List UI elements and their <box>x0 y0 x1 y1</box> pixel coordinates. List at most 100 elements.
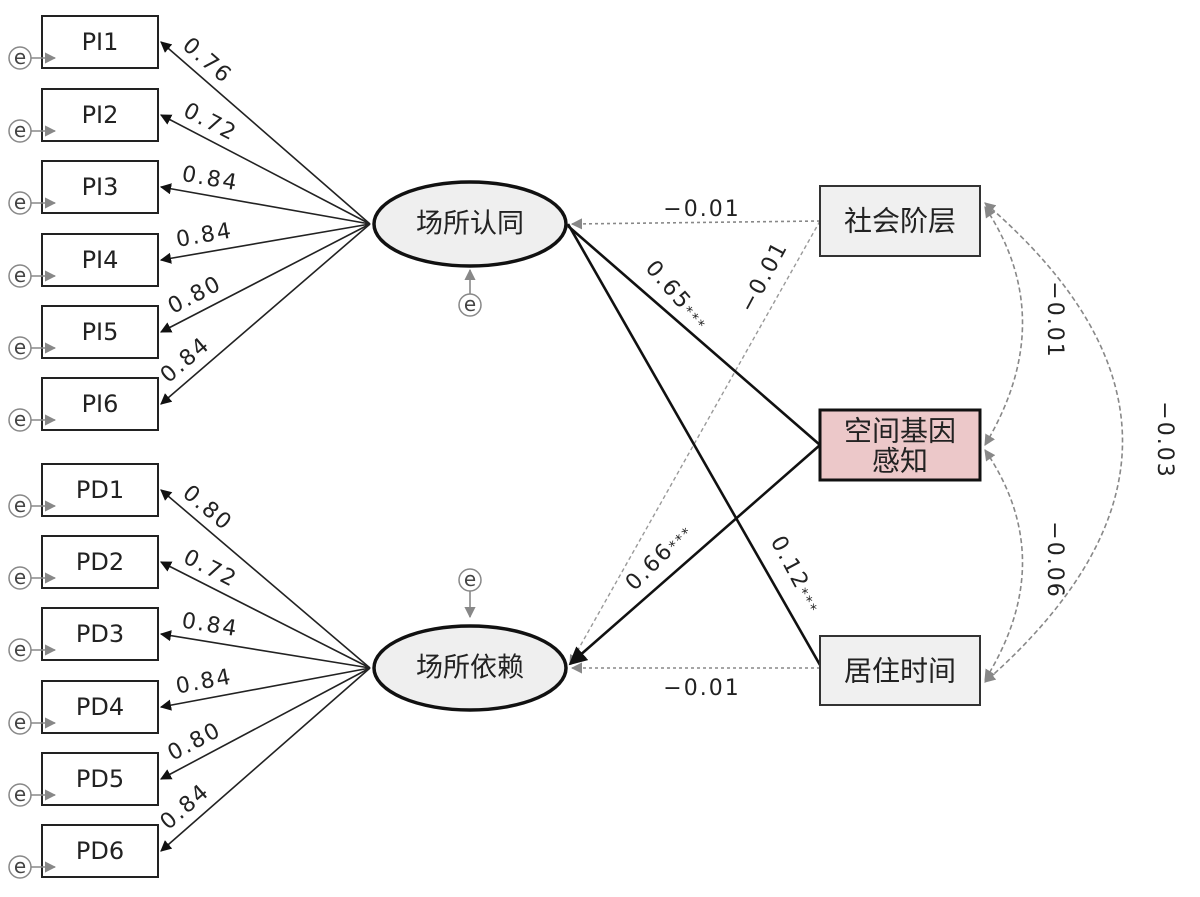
path-value: 0.12 <box>765 532 814 594</box>
loading-arrow <box>160 223 371 333</box>
indicator-pi2: PI2 e 0.72 <box>8 88 371 225</box>
indicator-box <box>41 535 159 589</box>
error-circle <box>8 638 32 662</box>
latent-dependence: 场所依赖 <box>372 624 568 712</box>
path-social-to-dependence <box>569 220 821 665</box>
indicator-label: PI5 <box>82 318 119 346</box>
path-label-social-dependence: −0.01 <box>735 237 793 317</box>
indicator-box <box>41 305 159 359</box>
covariance-arcs: −0.01 −0.06 −0.03 <box>984 202 1177 683</box>
error-label: e <box>14 407 26 431</box>
error-circle <box>8 783 32 807</box>
path-gene-to-dependence <box>568 444 821 666</box>
loading-label: 0.72 <box>179 98 241 146</box>
structural-paths: −0.01 −0.01 0.65*** 0.66*** 0.12*** −0.0… <box>566 197 822 701</box>
error-label: e <box>14 710 26 734</box>
error-circle <box>8 711 32 735</box>
latent-label: 场所依赖 <box>416 653 524 684</box>
error-circle <box>8 336 32 360</box>
loading-arrow <box>160 223 371 405</box>
error-circle <box>8 566 32 590</box>
latent-error-identity: e <box>458 268 482 317</box>
error-label: e <box>14 45 26 69</box>
path-time-to-identity <box>566 223 822 666</box>
exogenous-label: 居住时间 <box>844 655 956 688</box>
loading-label: 0.84 <box>180 608 240 642</box>
loading-arrow <box>160 561 371 669</box>
indicator-label: PI1 <box>82 28 119 56</box>
error-label: e <box>464 292 476 316</box>
indicator-label: PI3 <box>82 173 119 201</box>
loading-label: 0.84 <box>156 779 215 835</box>
path-label-social-identity: −0.01 <box>663 197 740 222</box>
error-label: e <box>14 118 26 142</box>
indicator-label: PD5 <box>76 765 124 793</box>
indicator-label: PD3 <box>76 620 124 648</box>
cov-label-gene-time: −0.06 <box>1042 521 1067 598</box>
error-label: e <box>464 567 476 591</box>
indicator-label: PI4 <box>82 246 119 274</box>
error-circle <box>8 855 32 879</box>
indicator-box <box>41 233 159 287</box>
loading-label: 0.84 <box>156 332 216 388</box>
latent-identity: 场所认同 <box>372 180 568 268</box>
indicator-box <box>41 15 159 69</box>
loading-arrow <box>160 667 371 852</box>
exogenous-label: 社会阶层 <box>844 205 956 238</box>
path-label-time-dependence: −0.01 <box>663 676 740 701</box>
loading-arrow <box>159 183 371 225</box>
error-circle <box>8 264 32 288</box>
indicator-label: PI2 <box>82 101 119 129</box>
loading-arrow <box>160 114 371 225</box>
indicator-box <box>41 377 159 431</box>
error-label: e <box>14 335 26 359</box>
indicator-pi1: PI1 e 0.76 <box>8 15 371 225</box>
loading-arrow <box>159 223 371 264</box>
latent-label: 场所认同 <box>416 209 524 240</box>
loading-arrow <box>159 667 371 711</box>
indicator-pd3: PD3 e 0.84 <box>8 607 371 669</box>
error-label: e <box>14 637 26 661</box>
indicator-box <box>41 752 159 806</box>
indicator-box <box>41 680 159 734</box>
cov-label-social-gene: −0.01 <box>1042 281 1067 358</box>
cov-label-social-time: −0.03 <box>1152 401 1177 478</box>
error-circle <box>8 494 32 518</box>
loading-label: 0.80 <box>164 718 226 767</box>
error-label: e <box>14 493 26 517</box>
loading-label: 0.80 <box>164 271 226 319</box>
error-label: e <box>14 782 26 806</box>
indicator-box <box>41 824 159 878</box>
error-label: e <box>14 190 26 214</box>
indicator-box <box>41 88 159 142</box>
indicator-label: PD4 <box>76 693 124 721</box>
indicator-label: PI6 <box>82 390 119 418</box>
error-circle <box>8 408 32 432</box>
cov-gene-time <box>984 449 1024 681</box>
indicator-box <box>41 463 159 517</box>
cov-social-time <box>984 202 1124 683</box>
error-label: e <box>14 854 26 878</box>
error-circle <box>8 46 32 70</box>
error-circle <box>8 119 32 143</box>
error-circle <box>8 191 32 215</box>
path-gene-to-identity <box>567 225 821 446</box>
indicator-box <box>41 607 159 661</box>
loading-arrow <box>159 630 371 669</box>
loading-label: 0.76 <box>177 33 236 89</box>
significance-stars: *** <box>794 586 821 617</box>
path-label-gene-identity: 0.65*** <box>640 256 714 336</box>
loading-label: 0.80 <box>177 480 237 536</box>
exogenous-label: 感知 <box>872 445 928 478</box>
exogenous-residence-time: 居住时间 <box>819 635 981 706</box>
loading-arrow <box>160 489 371 669</box>
exogenous-label: 空间基因 <box>844 415 956 448</box>
loading-arrow <box>160 41 371 225</box>
exogenous-spatial-gene: 空间基因 感知 <box>818 408 982 482</box>
error-label: e <box>14 565 26 589</box>
